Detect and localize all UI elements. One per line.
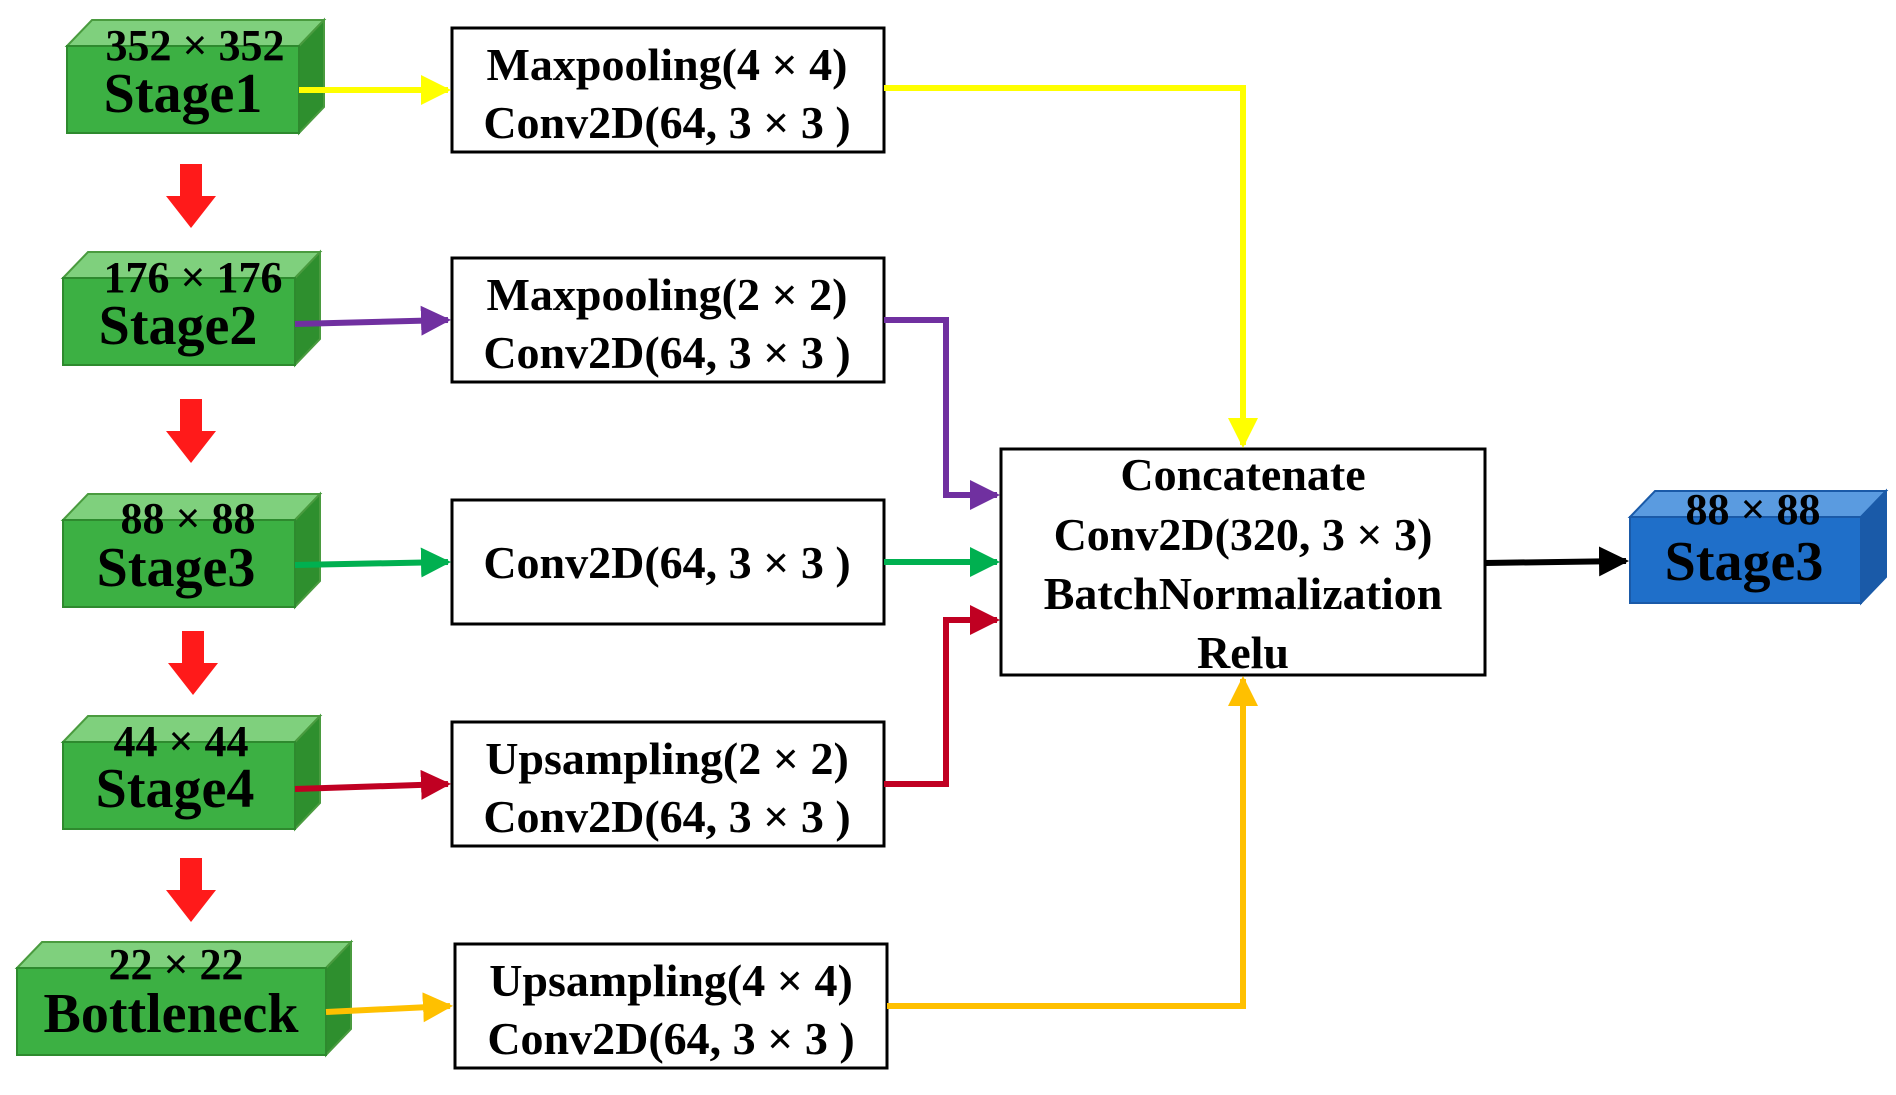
stage-name-label: Stage2: [99, 295, 258, 357]
stage-block-stage3: 88 × 88 Stage3: [60, 491, 323, 610]
output-name-label: Stage3: [1665, 531, 1824, 593]
stage-size-label: 88 × 88: [120, 494, 255, 543]
op-box-2: Maxpooling(2 × 2) Conv2D(64, 3 × 3 ): [450, 256, 886, 384]
stage-block-stage1: 352 × 352 Stage1: [64, 17, 327, 136]
output-arrow: [1484, 546, 1629, 577]
op-box-4: Upsampling(2 × 2) Conv2D(64, 3 × 3 ): [450, 720, 886, 848]
stage-name-label: Stage1: [104, 63, 263, 125]
op-line: Conv2D(64, 3 × 3 ): [483, 327, 850, 378]
fusion-line: BatchNormalization: [1044, 568, 1443, 619]
stage-name-label: Stage4: [96, 758, 255, 820]
connector-arrow: [294, 305, 451, 336]
op-line: Conv2D(64, 3 × 3 ): [483, 97, 850, 148]
down-arrow-icon: [166, 164, 216, 228]
connector-arrow: [884, 605, 1000, 787]
stage-block-bottleneck: 22 × 22 Bottleneck: [14, 939, 354, 1058]
op-line: Conv2D(64, 3 × 3 ): [483, 537, 850, 588]
op-line: Maxpooling(2 × 2): [487, 269, 848, 320]
down-arrow-icon: [166, 858, 216, 922]
op-line: Conv2D(64, 3 × 3 ): [483, 791, 850, 842]
op-line: Upsampling(4 × 4): [489, 955, 853, 1006]
connector-arrow: [887, 676, 1258, 1009]
op-line: Conv2D(64, 3 × 3 ): [487, 1013, 854, 1064]
output-size-label: 88 × 88: [1685, 485, 1820, 534]
stage-size-label: 352 × 352: [105, 21, 284, 70]
connector-arrow: [884, 85, 1258, 448]
op-box-3: Conv2D(64, 3 × 3 ): [450, 498, 886, 626]
stage-block-stage4: 44 × 44 Stage4: [60, 713, 323, 832]
fusion-line: Concatenate: [1120, 449, 1365, 500]
connector-arrow: [884, 317, 1000, 510]
fusion-box: Concatenate Conv2D(320, 3 × 3) BatchNorm…: [999, 447, 1487, 678]
op-box-5: Upsampling(4 × 4) Conv2D(64, 3 × 3 ): [453, 942, 889, 1070]
output-block-stage3: 88 × 88 Stage3: [1627, 485, 1889, 606]
connector-arrow: [294, 769, 451, 800]
fusion-line: Relu: [1197, 627, 1289, 678]
down-arrow-icon: [166, 399, 216, 463]
connector-arrow: [325, 992, 453, 1023]
op-line: Upsampling(2 × 2): [485, 733, 849, 784]
fusion-line: Conv2D(320, 3 × 3): [1054, 509, 1433, 560]
stage-name-label: Bottleneck: [43, 983, 299, 1045]
op-box-1: Maxpooling(4 × 4) Conv2D(64, 3 × 3 ): [450, 26, 886, 154]
stage-size-label: 176 × 176: [103, 253, 282, 302]
connector-arrow: [294, 547, 451, 578]
op-line: Maxpooling(4 × 4): [487, 39, 848, 90]
stage-size-label: 22 × 22: [108, 940, 243, 989]
stage-size-label: 44 × 44: [113, 717, 248, 766]
stage-block-stage2: 176 × 176 Stage2: [60, 249, 323, 368]
down-arrow-icon: [168, 631, 218, 695]
stage-name-label: Stage3: [97, 537, 256, 599]
